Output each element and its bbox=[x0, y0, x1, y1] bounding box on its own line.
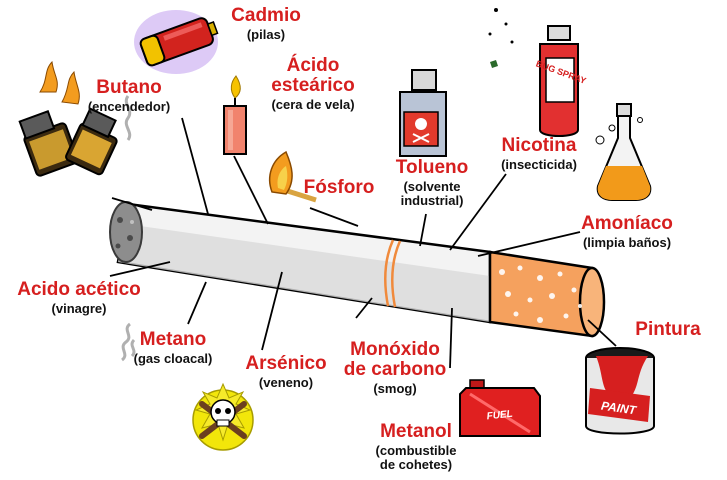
cadmio-sub: (pilas) bbox=[246, 26, 286, 42]
amoniaco-name: Amoníaco bbox=[581, 213, 673, 234]
pintura-name: Pintura bbox=[635, 319, 701, 340]
metanol-name: Metanol bbox=[380, 421, 452, 442]
arsenico-sub: (veneno) bbox=[258, 374, 314, 390]
label-tolueno: Tolueno (solvente industrial) bbox=[384, 158, 480, 207]
tolueno-name: Tolueno bbox=[395, 157, 469, 178]
bug-spray-can-icon: BUG SPRAY bbox=[488, 8, 587, 137]
match-icon bbox=[268, 150, 317, 203]
label-amoniaco: Amoníaco (limpia baños) bbox=[566, 214, 688, 250]
butano-sub: (encendedor) bbox=[87, 98, 171, 114]
candle-icon bbox=[223, 75, 247, 155]
label-arsenico: Arsénico (veneno) bbox=[236, 354, 336, 390]
label-metano: Metano (gas cloacal) bbox=[118, 330, 228, 366]
label-acido-estearico: Ácido esteárico (cera de vela) bbox=[250, 56, 376, 112]
toluene-bottle-icon bbox=[399, 69, 447, 157]
acido-estearico-sub: (cera de vela) bbox=[271, 96, 355, 112]
cadmio-name: Cadmio bbox=[231, 5, 301, 26]
leader-lines bbox=[109, 117, 617, 369]
metano-name: Metano bbox=[139, 329, 207, 350]
monoxido-sub: (smog) bbox=[373, 380, 417, 396]
label-cadmio: Cadmio (pilas) bbox=[220, 6, 312, 42]
amoniaco-sub: (limpia baños) bbox=[582, 234, 672, 250]
label-fosforo: Fósforo bbox=[298, 178, 380, 198]
label-pintura: Pintura bbox=[620, 320, 716, 340]
label-butano: Butano (encendedor) bbox=[64, 78, 194, 114]
label-monoxido: Monóxido de carbono (smog) bbox=[330, 340, 460, 396]
acido-acetico-name: Acido acético bbox=[17, 279, 141, 300]
ammonia-flask-icon bbox=[595, 103, 652, 201]
label-nicotina: Nicotina (insecticida) bbox=[484, 136, 594, 172]
fuel-can-icon: FUEL bbox=[459, 379, 541, 437]
battery-icon bbox=[134, 10, 219, 74]
vinegar-smoke-icon bbox=[124, 95, 132, 141]
paint-can-icon: PAINT bbox=[585, 347, 655, 435]
nicotina-name: Nicotina bbox=[501, 135, 577, 156]
fosforo-name: Fósforo bbox=[303, 177, 375, 198]
butano-name: Butano bbox=[96, 77, 162, 98]
tolueno-sub: (solvente industrial) bbox=[400, 178, 464, 208]
label-acido-acetico: Acido acético (vinagre) bbox=[4, 280, 154, 316]
label-metanol: Metanol (combustible de cohetes) bbox=[360, 422, 472, 471]
monoxido-name: Monóxido de carbono bbox=[343, 339, 447, 380]
metanol-sub: (combustible de cohetes) bbox=[375, 442, 457, 472]
fuel-text: FUEL bbox=[486, 409, 513, 423]
acido-acetico-sub: (vinagre) bbox=[51, 300, 107, 316]
nicotina-sub: (insecticida) bbox=[501, 156, 577, 172]
cigarette-filter bbox=[488, 250, 606, 338]
lighter-icon bbox=[18, 60, 118, 177]
poison-skull-icon bbox=[192, 382, 254, 451]
cigarette-ash bbox=[109, 201, 143, 263]
acido-estearico-name: Ácido esteárico bbox=[271, 55, 355, 96]
methane-gas-icon bbox=[120, 322, 136, 362]
cigarette bbox=[109, 201, 606, 338]
arsenico-name: Arsénico bbox=[245, 353, 327, 374]
paint-text: PAINT bbox=[600, 399, 638, 418]
metano-sub: (gas cloacal) bbox=[133, 350, 213, 366]
